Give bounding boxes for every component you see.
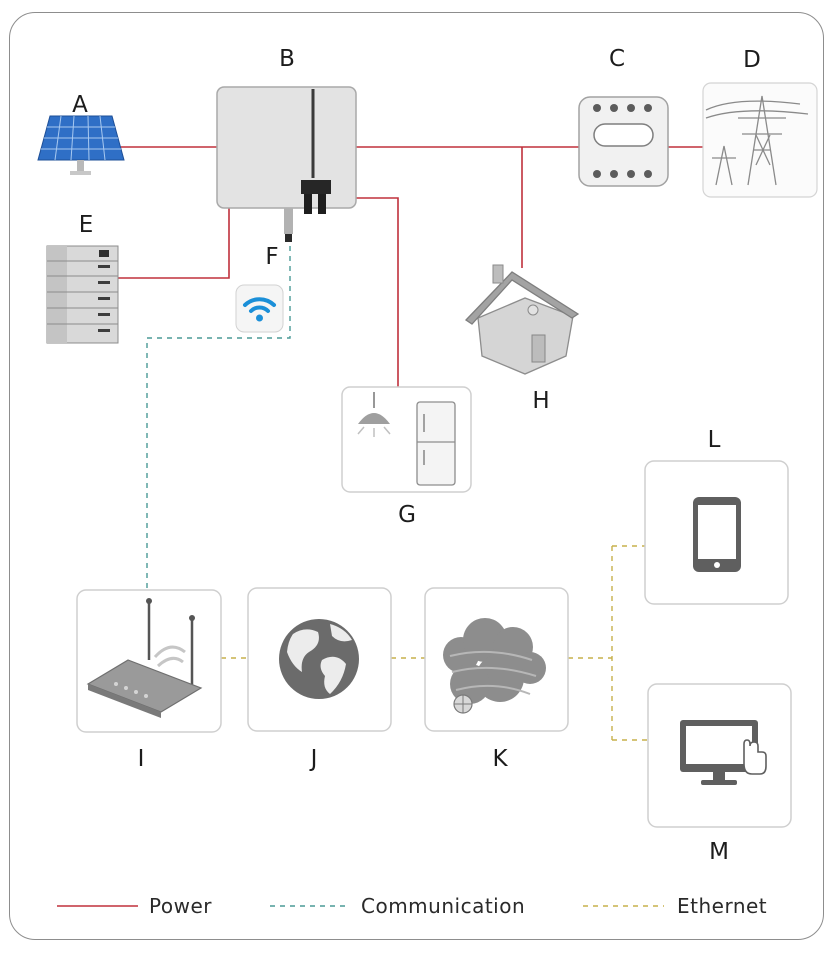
ethernet-lines: [221, 545, 648, 741]
inverter-icon: [216, 86, 357, 242]
legend-communication-label: Communication: [361, 894, 525, 918]
communication-line-dongle-router: [146, 246, 291, 590]
power-lines: [118, 146, 703, 388]
monitor-card: [647, 683, 792, 828]
wifi-dongle-icon: [235, 284, 284, 333]
grid-tower-icon: [702, 82, 818, 198]
router-icon: [86, 598, 203, 718]
cloud-card: [424, 587, 569, 732]
node-labels: A B C D E F G H I J K L M: [72, 46, 761, 865]
legend: Power Communication Ethernet: [57, 894, 767, 918]
power-line-battery-inverter: [118, 207, 230, 279]
label-i: I: [138, 746, 145, 772]
legend-ethernet-label: Ethernet: [677, 894, 767, 918]
cloud-server-icon: [443, 618, 546, 714]
household-loads-card: [341, 386, 472, 493]
label-h: H: [532, 388, 549, 414]
ceiling-lamp-icon: [357, 392, 391, 437]
label-b: B: [279, 46, 295, 72]
label-j: J: [309, 746, 318, 772]
label-l: L: [708, 427, 721, 453]
label-m: M: [709, 839, 729, 865]
solar-panel-icon: [37, 115, 125, 175]
label-f: F: [265, 244, 278, 270]
tablet-phone-icon: [693, 497, 741, 572]
touch-hand-icon: [743, 739, 767, 775]
meter-icon: [578, 96, 669, 187]
communication-lines: [146, 246, 291, 590]
label-a: A: [72, 92, 88, 118]
diagram-frame: [9, 12, 824, 940]
label-c: C: [609, 46, 625, 72]
label-k: K: [492, 746, 508, 772]
house-icon: [464, 264, 580, 375]
refrigerator-icon: [416, 401, 456, 486]
internet-card: [247, 587, 392, 732]
label-g: G: [398, 502, 416, 528]
power-line-loads: [356, 197, 399, 388]
globe-icon: [279, 619, 359, 699]
label-d: D: [743, 47, 761, 73]
desktop-monitor-icon: [680, 720, 758, 785]
battery-icon: [46, 245, 119, 344]
phone-card: [644, 460, 789, 605]
legend-power-label: Power: [149, 894, 212, 918]
label-e: E: [79, 212, 94, 238]
router-card: [76, 589, 222, 733]
